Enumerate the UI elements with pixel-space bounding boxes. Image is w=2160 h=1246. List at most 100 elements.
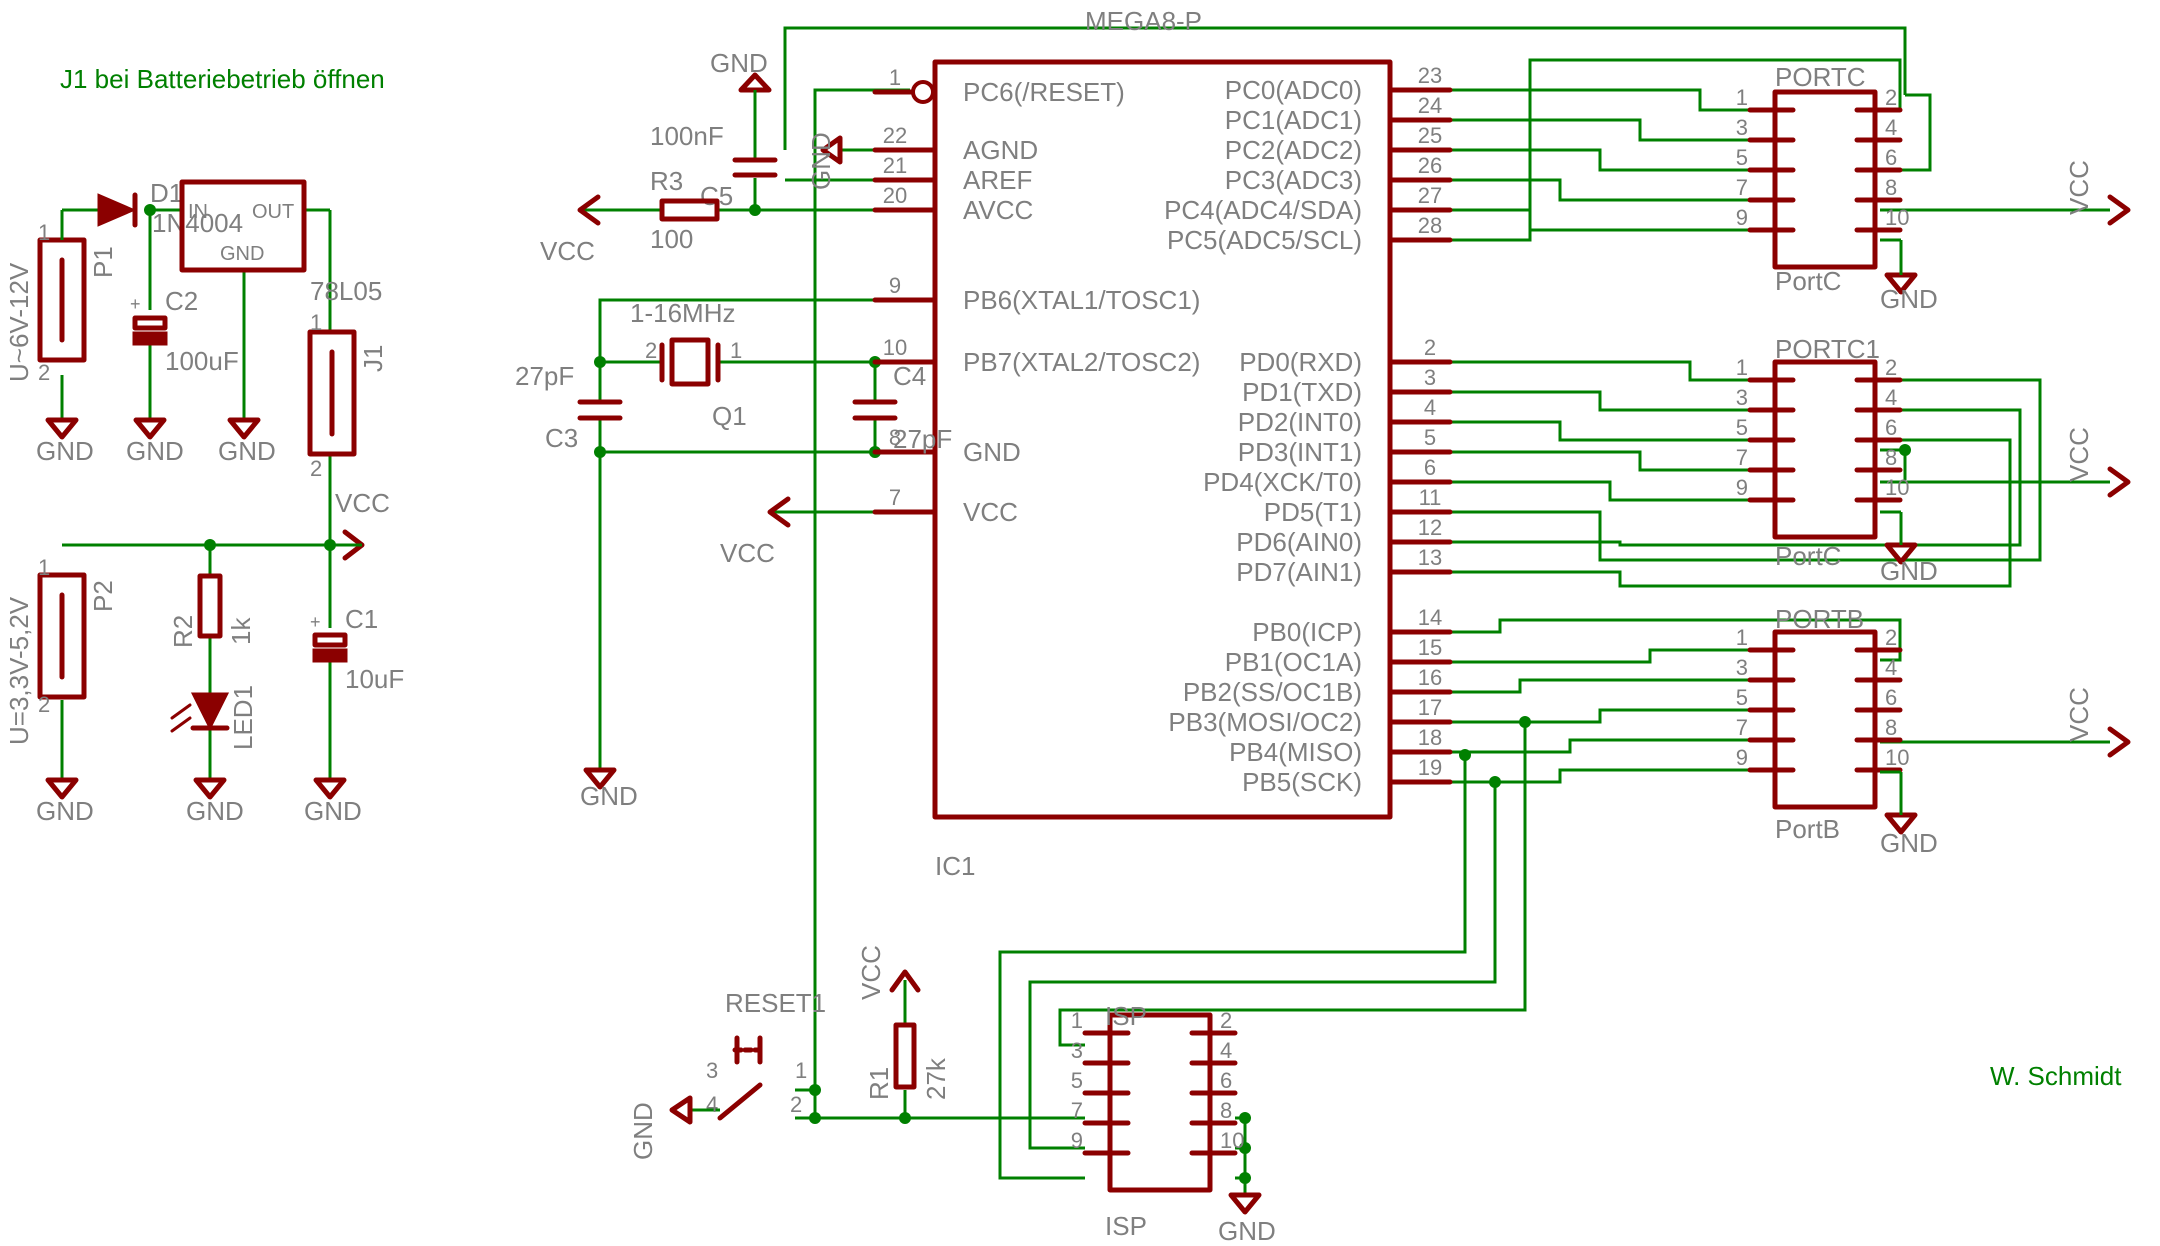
header-pin-number: 5 [1071, 1068, 1083, 1093]
reset-pin3: 3 [706, 1058, 718, 1083]
c2-name: C2 [165, 286, 198, 316]
ic1-pin-name: PB3(MOSI/OC2) [1168, 707, 1362, 737]
capacitor-c2: + C2 100uF [130, 286, 239, 376]
header-pin-number: 10 [1885, 205, 1909, 230]
header-pin-number: 8 [1885, 175, 1897, 200]
vcc-label-portc: VCC [2064, 160, 2094, 215]
header-body [1772, 89, 1878, 270]
gnd-label-portb: GND [1880, 828, 1938, 858]
resistor-r3: R3 100 [650, 166, 720, 254]
vcc-label-j1: VCC [335, 488, 390, 518]
led1-name: LED1 [228, 685, 258, 750]
header-body [1772, 629, 1878, 810]
header-pin-number: 6 [1220, 1068, 1232, 1093]
d1-value: 1N4004 [152, 208, 243, 238]
ic1-pin-number: 16 [1418, 665, 1442, 690]
ic1-pin-name: PC3(ADC3) [1225, 165, 1362, 195]
ic1-pin-name: PD6(AIN0) [1236, 527, 1362, 557]
gnd-label-c2: GND [126, 436, 184, 466]
header-name: PORTC [1775, 62, 1866, 92]
c1-plus: + [310, 612, 321, 632]
header-pin-number: 6 [1885, 685, 1897, 710]
ic1-pin-number: 25 [1418, 123, 1442, 148]
header-body [1772, 359, 1878, 540]
ic1-pin-number: 28 [1418, 213, 1442, 238]
capacitor-c1: + C1 10uF [310, 604, 404, 694]
ic1-pin-name: PD3(INT1) [1238, 437, 1362, 467]
connector-p1: 1 2 P1 U~6V-12V [4, 210, 118, 385]
regulator-78l05: IN OUT GND 78L05 [179, 179, 382, 306]
battery-note: J1 bei Batteriebetrieb öffnen [60, 64, 385, 94]
ic1-pin-name: VCC [963, 497, 1018, 527]
r1-value: 27k [921, 1057, 951, 1100]
header-pin-number: 1 [1736, 355, 1748, 380]
p1-pin1: 1 [38, 220, 50, 245]
ic1-right-pins: 23PC0(ADC0)24PC1(ADC1)25PC2(ADC2)26PC3(A… [1164, 63, 1453, 797]
header-pin-number: 7 [1736, 445, 1748, 470]
gnd-c3: GND [580, 767, 638, 811]
ic1-pin-name: PB6(XTAL1/TOSC1) [963, 285, 1200, 315]
d1-name: D1 [150, 178, 183, 208]
ic1-name: IC1 [935, 851, 975, 881]
header-power-symbols: VCC GND VCC GND VCC GND GND [1218, 160, 2131, 1246]
ic1-pin-number: 4 [1424, 395, 1436, 420]
q1-pin2: 2 [645, 338, 657, 363]
vcc-label-pin7: VCC [720, 538, 775, 568]
vcc-power-j1: VCC [330, 488, 390, 561]
ic1-pin-name: AVCC [963, 195, 1033, 225]
ic1-value: MEGA8-P [1085, 6, 1202, 36]
header-value: ISP [1105, 1211, 1147, 1241]
ic1-pin-number: 5 [1424, 425, 1436, 450]
gnd-c5: GND [710, 48, 772, 115]
header-pin-number: 7 [1736, 715, 1748, 740]
header-value: PortC [1775, 541, 1841, 571]
header-pin-number: 5 [1736, 685, 1748, 710]
ic1-pin-name: PB0(ICP) [1252, 617, 1362, 647]
ic1-pin-number: 12 [1418, 515, 1442, 540]
p2-value: U=3,3V-5,2V [4, 596, 34, 745]
ic1-pin-number: 19 [1418, 755, 1442, 780]
ic1-pin-name: PD0(RXD) [1239, 347, 1362, 377]
header-value: PortB [1775, 814, 1840, 844]
ic1-pin-number: 11 [1419, 485, 1442, 510]
gnd-label-portc1: GND [1880, 556, 1938, 586]
reset1-name: RESET1 [725, 988, 826, 1018]
vcc-power-r1: VCC [856, 945, 921, 1000]
header-pin-number: 9 [1736, 745, 1748, 770]
crystal-q1: 1-16MHz Q1 2 1 [630, 298, 747, 431]
vcc-label-portb: VCC [2064, 687, 2094, 742]
led-led1: LED1 [170, 685, 258, 750]
ic1-pin-number: 10 [883, 335, 907, 360]
reg-in: IN [188, 201, 208, 223]
gnd-label-reg: GND [218, 436, 276, 466]
ic1-pin-name: PC4(ADC4/SDA) [1164, 195, 1362, 225]
vcc-power-avcc: VCC [540, 194, 601, 266]
gnd-label-led: GND [186, 796, 244, 826]
ic1-pin-name: GND [963, 437, 1021, 467]
header-body [1107, 1012, 1213, 1193]
p2-pin1: 1 [38, 555, 50, 580]
capacitor-c5: 100nF C5 [650, 121, 778, 211]
header-pin-number: 4 [1885, 115, 1897, 140]
ic1-pin-number: 24 [1418, 93, 1442, 118]
ic1-pin-number: 8 [889, 425, 901, 450]
gnd-label-p2: GND [36, 796, 94, 826]
ic1-pin-name: PD7(AIN1) [1236, 557, 1362, 587]
j1-name: J1 [358, 345, 388, 372]
r2-value: 1k [226, 617, 256, 645]
ic1-pin-number: 14 [1418, 605, 1442, 630]
author-note: W. Schmidt [1990, 1061, 2122, 1091]
gnd-label-c1: GND [304, 796, 362, 826]
ic1-pin-number: 7 [889, 485, 901, 510]
ic1-pin-number: 1 [889, 65, 901, 90]
ic1-pin-number: 13 [1418, 545, 1442, 570]
gnd-label-isp: GND [1218, 1216, 1276, 1246]
header-pin-number: 6 [1885, 145, 1897, 170]
ic1-pin-number: 20 [883, 183, 907, 208]
ic1-pin-number: 6 [1424, 455, 1436, 480]
header-pin-number: 10 [1220, 1128, 1244, 1153]
header-pin-number: 8 [1885, 445, 1897, 470]
header-pin-number: 8 [1220, 1098, 1232, 1123]
